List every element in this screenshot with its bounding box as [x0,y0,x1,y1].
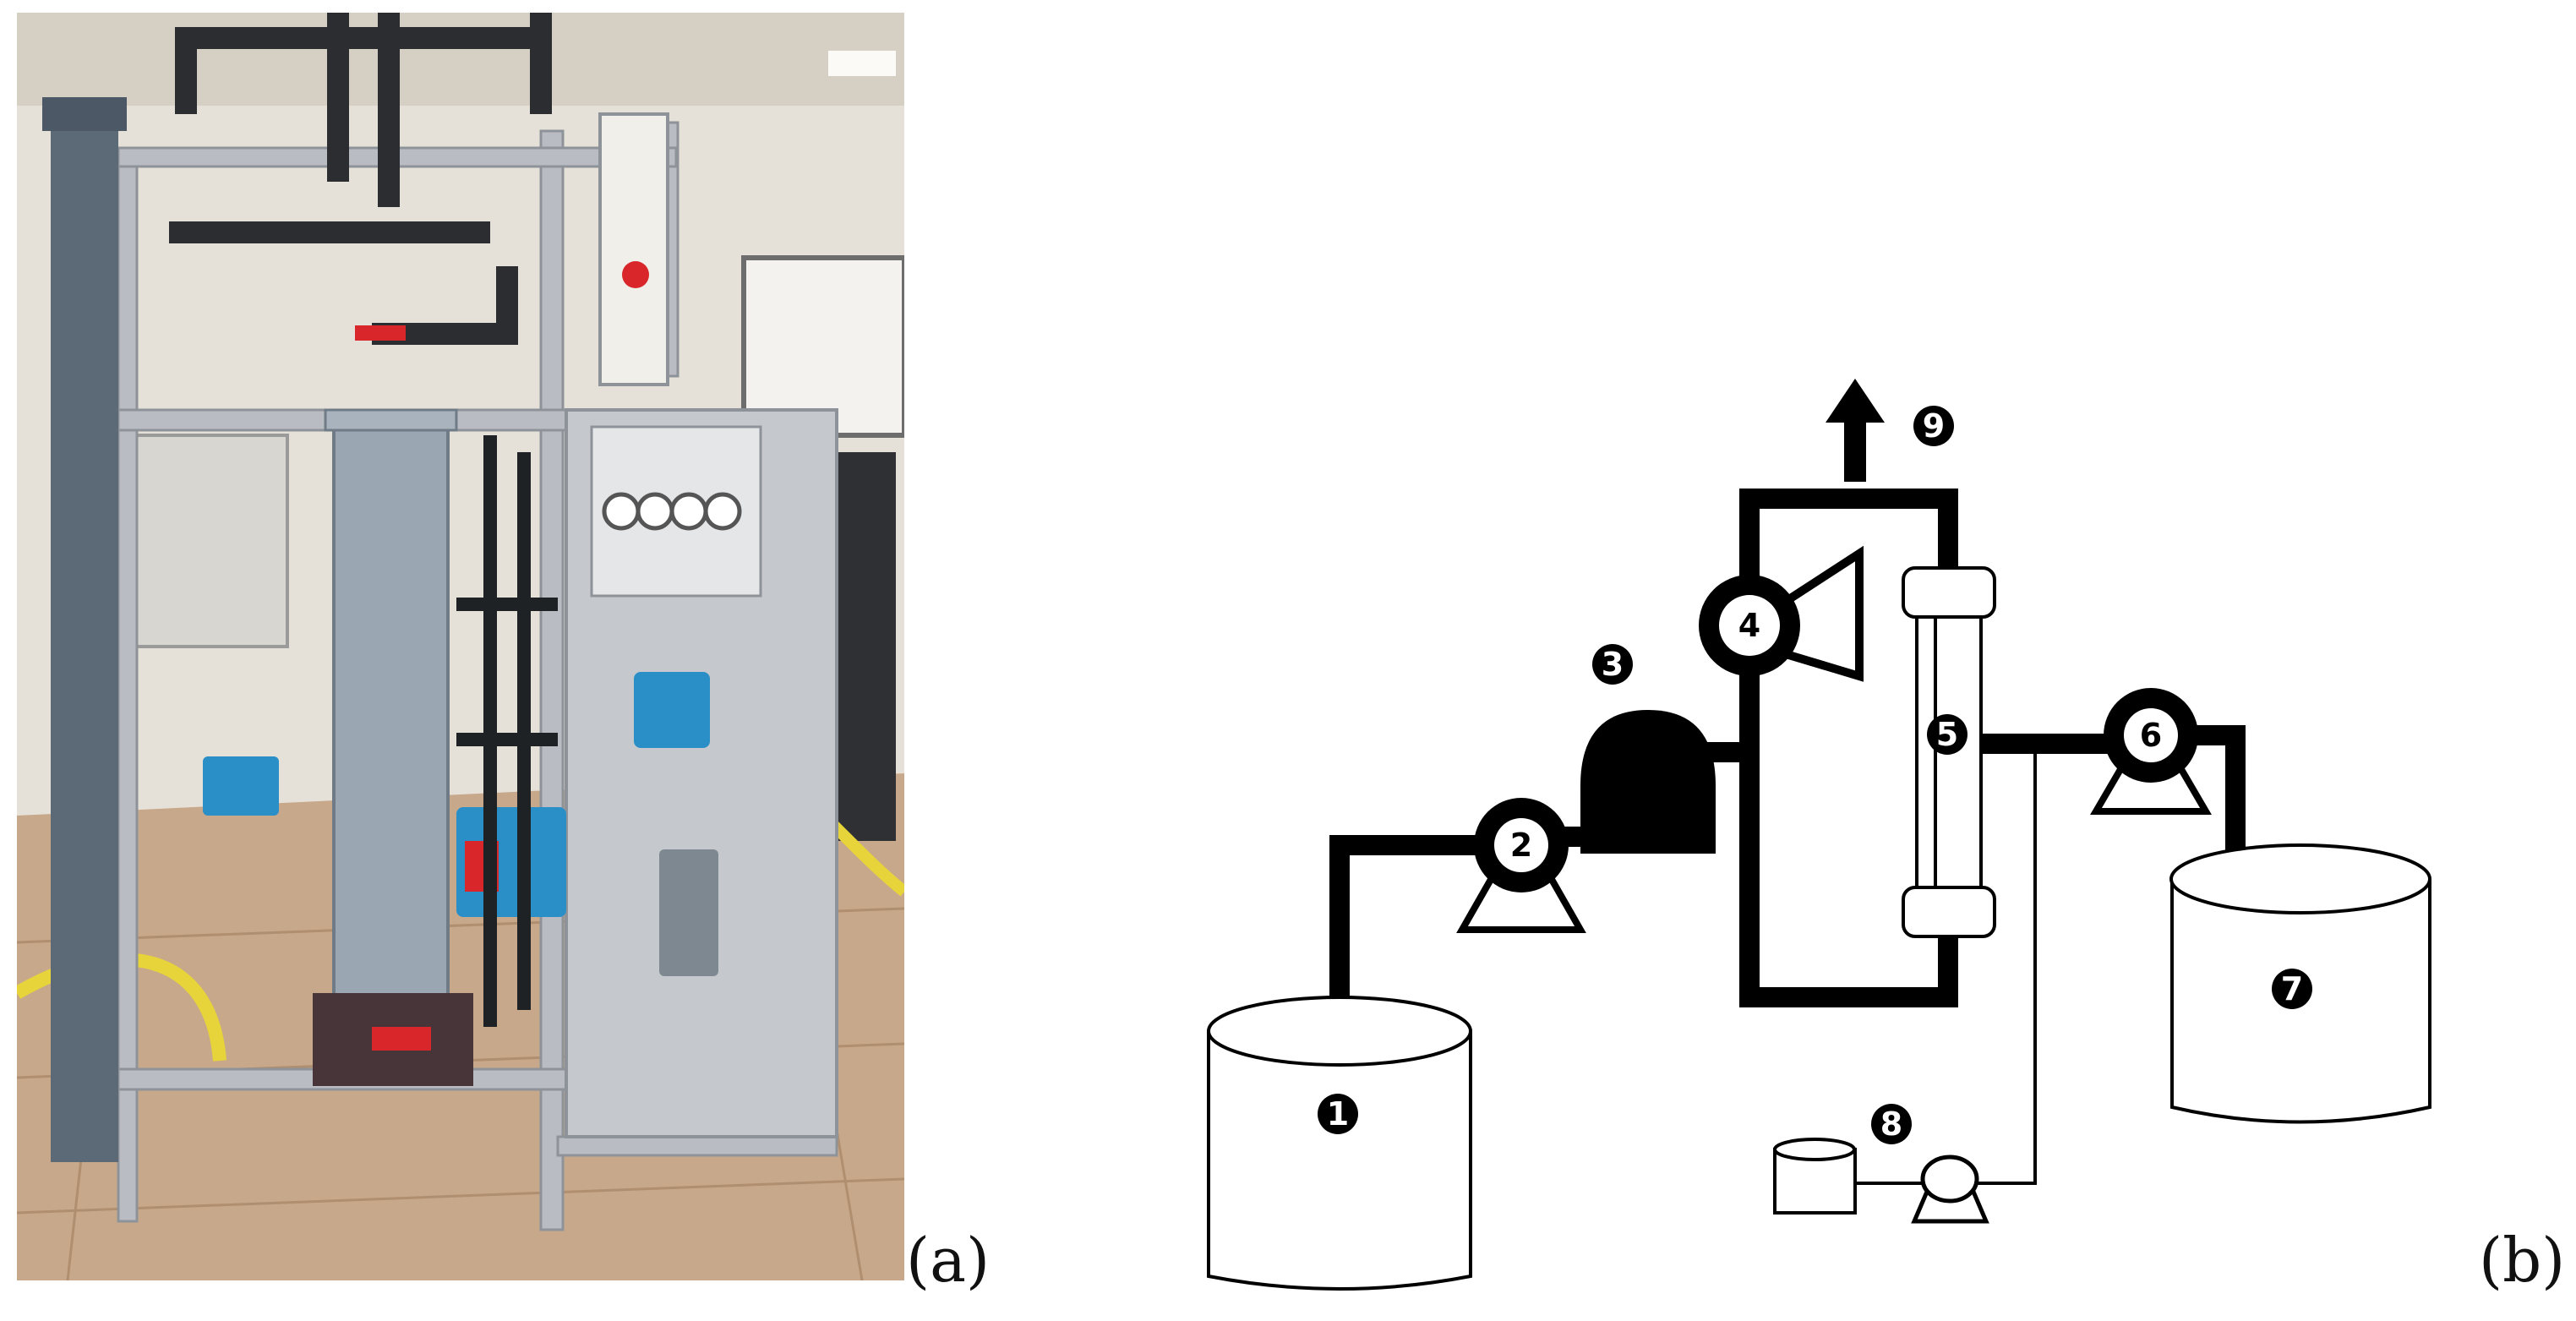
process-schematic: 1 2 3 4 5 6 7 8 9 [1207,379,2431,1291]
marker-4-text: 4 [1738,607,1760,644]
marker-1: 1 [1318,1094,1358,1134]
marker-5-text: 5 [1936,716,1958,753]
photo-red-valve-2 [372,1027,431,1051]
marker-4: 4 [1738,607,1760,644]
photo-blue-pump-top [634,672,710,748]
feed-pump [1456,798,1586,933]
photo-left-column [51,114,118,1162]
marker-5: 5 [1927,714,1967,755]
photo-reactor-tube [332,417,450,1012]
photo-lab-bench [117,434,289,648]
photo-ceiling [17,13,904,106]
photo-red-valve-3 [355,325,406,341]
photo-left-column-top [42,97,127,131]
permeate-pump [2090,688,2212,815]
marker-1-text: 1 [1327,1095,1349,1133]
photo-control-box [598,112,669,386]
pilot-plant-photo [17,13,904,1280]
dosing-tank [1773,1138,1857,1215]
photo-top-pipes [169,13,552,345]
feed-pipe [1329,835,1481,1007]
air-blower [1699,545,1864,682]
dosing-pump [1911,1155,1989,1224]
marker-7: 7 [2272,969,2312,1009]
photo-emergency-stop [622,261,649,288]
photo-mid-pipes [456,435,558,1027]
marker-3-text: 3 [1602,646,1624,683]
marker-6: 6 [2140,717,2162,754]
dosing-line [1978,744,2037,1185]
photo-grey-filter [659,849,718,976]
feed-tank [1207,996,1472,1291]
marker-8-text: 8 [1880,1105,1902,1143]
marker-2-text: 2 [1510,827,1532,864]
marker-3: 3 [1592,644,1633,685]
marker-9: 9 [1913,406,1954,446]
panel-label-b: (b) [2479,1225,2566,1296]
photo-window [741,255,904,438]
marker-9-text: 9 [1923,407,1945,445]
photo-gauges [602,492,742,531]
marker-6-text: 6 [2140,717,2162,754]
pump6-outlet-pipe [2175,725,2246,872]
recirculation-loop [1739,489,1958,1007]
buffer-vessel [1580,710,1716,854]
photo-blue-pump-left [203,756,279,816]
photo-ceiling-light [828,51,896,76]
marker-7-text: 7 [2281,970,2303,1007]
panel-label-a: (a) [906,1225,991,1296]
marker-2: 2 [1510,827,1532,864]
marker-8: 8 [1871,1104,1912,1144]
photo-reactor-cap-top [324,408,458,432]
vent-arrow [1826,379,1885,482]
